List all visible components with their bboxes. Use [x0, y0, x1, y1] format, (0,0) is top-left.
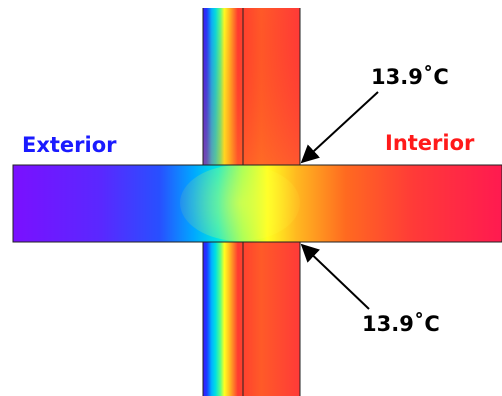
exterior-label: Exterior	[22, 133, 117, 157]
temperature-annotation-bottom: 13.9˚C	[362, 312, 440, 336]
interior-label: Interior	[385, 131, 475, 155]
annotation-arrow-bottom	[300, 243, 370, 310]
wall-section	[202, 8, 301, 396]
wall-lower	[203, 242, 300, 396]
slab-section	[12, 164, 502, 243]
wall-upper-fade	[203, 8, 300, 165]
temperature-annotation-top: 13.9˚C	[371, 65, 449, 89]
annotation-arrow-top	[300, 91, 379, 164]
slab-heat-bulge	[180, 165, 300, 241]
